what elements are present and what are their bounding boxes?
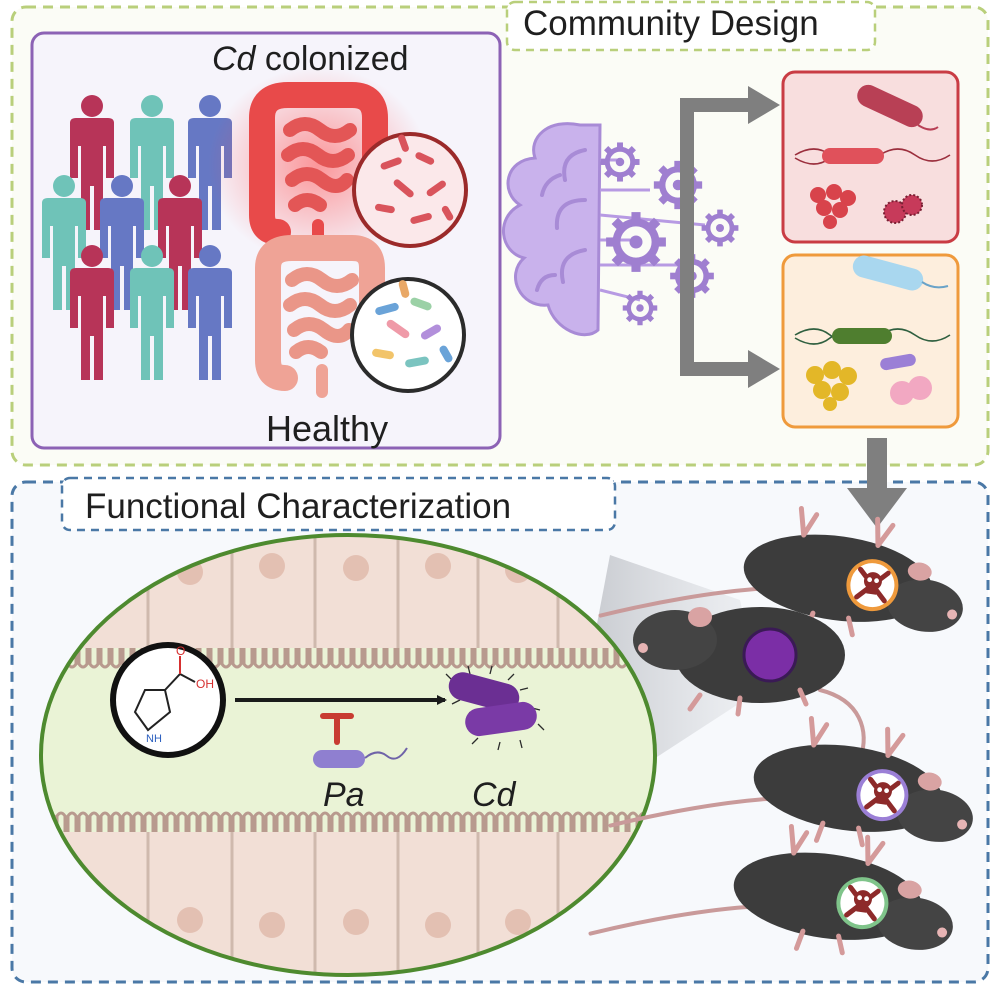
functional-characterization-title-box (60, 476, 617, 532)
cd-colonized-label-suffix: colonized (255, 40, 409, 78)
colonized-microbiome-icon (352, 132, 468, 248)
atom-o-label: O (176, 644, 185, 658)
mouse-icon-3 (591, 801, 964, 984)
healthy-gut-icon (255, 235, 385, 398)
branch-arrow-icon (680, 86, 780, 388)
community-design-title-box (505, 0, 877, 52)
pa-bacterium-icon (313, 747, 408, 768)
pa-label: Pa (323, 776, 365, 814)
cd-label: Cd (472, 776, 516, 814)
functional-characterization-title: Functional Characterization (85, 487, 512, 526)
healthy-label: Healthy (266, 408, 389, 449)
mouse-icon-2 (611, 693, 984, 876)
gear-icon (623, 291, 658, 326)
gear-icon (702, 210, 739, 247)
atom-oh-label: OH (196, 677, 214, 691)
protected-marker-icon (742, 627, 798, 683)
mouse-icon-alive (633, 607, 866, 762)
atom-nh-label: NH (146, 733, 162, 745)
healthy-microbiome-icon (350, 277, 466, 393)
cd-colonized-label-prefix: Cd (212, 40, 256, 78)
brain-icon (502, 122, 602, 337)
community-design-title: Community Design (523, 4, 819, 43)
designed-community-orange (781, 253, 960, 429)
cd-bacterium-icon (445, 665, 545, 751)
cd-colonized-label: Cd colonized (212, 42, 409, 76)
designed-community-red (781, 70, 960, 244)
gear-icon (606, 212, 666, 272)
inhibition-icon (320, 713, 354, 745)
down-arrow-icon (847, 438, 907, 528)
mouse-icon-1 (601, 483, 974, 666)
proline-molecule-icon: O OH NH (110, 642, 226, 758)
gear-icon (600, 142, 639, 181)
gear-icon (654, 161, 702, 209)
